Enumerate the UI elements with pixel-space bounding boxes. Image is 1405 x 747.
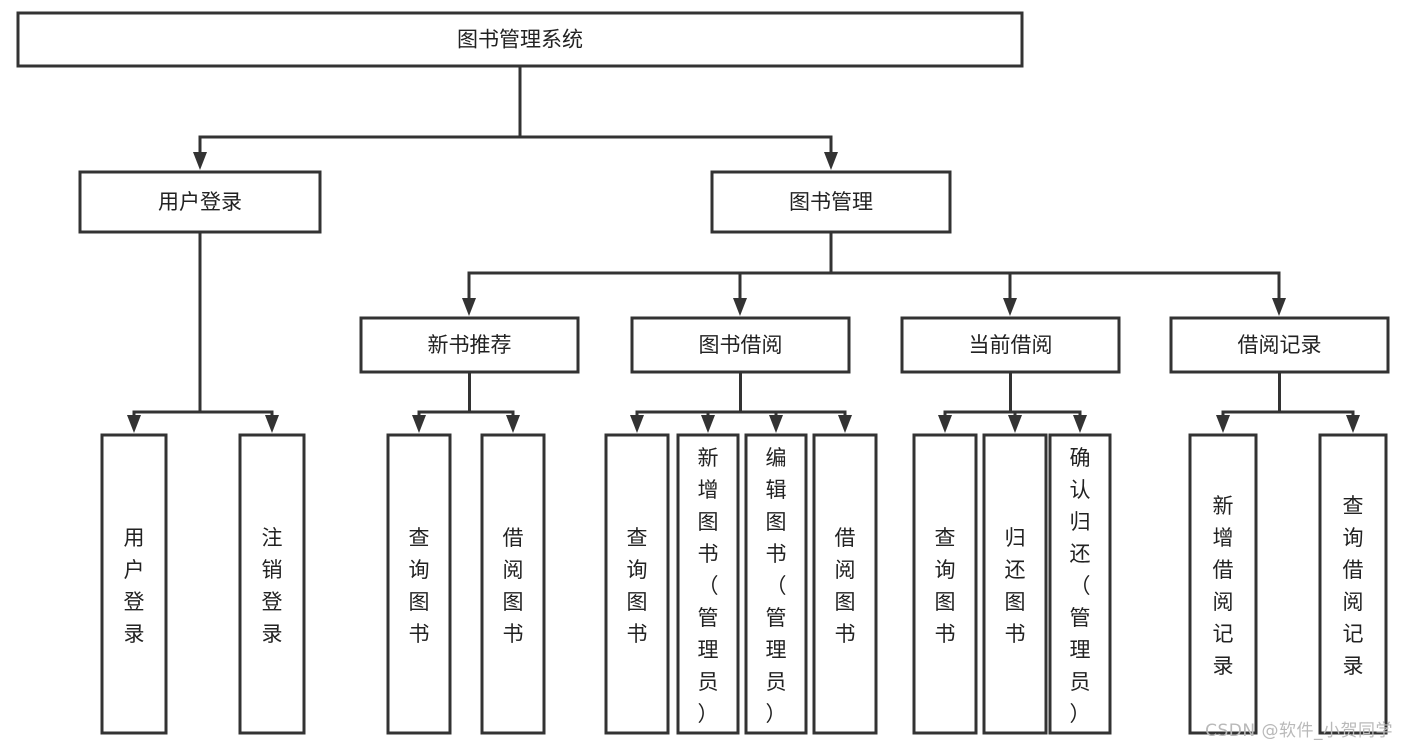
arrow-head — [1003, 298, 1017, 316]
node-label: 当前借阅 — [969, 333, 1053, 357]
node-label: 注销登录 — [262, 526, 283, 646]
node-leaf-logout-login[interactable]: 注销登录 — [238, 433, 306, 735]
arrow-head — [1272, 298, 1286, 316]
node-leaf-add-borrow-record[interactable]: 新增借阅记录 — [1188, 433, 1258, 735]
node-leaf-return-book[interactable]: 归还图书 — [982, 433, 1048, 735]
arrow-head — [1216, 415, 1230, 433]
node-box[interactable] — [78, 170, 322, 234]
node-leaf-borrow-book[interactable]: 借阅图书 — [812, 433, 878, 735]
node-book-borrow[interactable]: 图书借阅 — [630, 316, 851, 374]
node-leaf-query-borrow-record[interactable]: 查询借阅记录 — [1318, 433, 1388, 735]
node-leaf-confirm-return-admin[interactable]: 确认归还（管理员） — [1048, 433, 1112, 735]
arrow-head — [938, 415, 952, 433]
node-box[interactable] — [604, 433, 670, 735]
node-label: 归还图书 — [1005, 526, 1026, 646]
node-box[interactable] — [1048, 433, 1112, 735]
node-label: 查询借阅记录 — [1343, 494, 1364, 678]
node-label: 查询图书 — [409, 526, 430, 646]
node-box[interactable] — [900, 316, 1121, 374]
node-box[interactable] — [16, 11, 1024, 68]
node-label: 借阅图书 — [503, 526, 524, 646]
arrow-head — [733, 298, 747, 316]
node-box[interactable] — [359, 316, 580, 374]
arrow-head — [1073, 415, 1087, 433]
node-label: 新增图书（管理员） — [698, 446, 719, 726]
node-box[interactable] — [386, 433, 452, 735]
nodes-layer: 图书管理系统用户登录图书管理新书推荐图书借阅当前借阅借阅记录用户登录注销登录查询… — [16, 11, 1390, 735]
node-label: 借阅图书 — [835, 526, 856, 646]
node-box[interactable] — [480, 433, 546, 735]
node-label: 图书管理 — [789, 190, 873, 214]
node-label: 编辑图书（管理员） — [766, 446, 787, 726]
node-label: 图书借阅 — [699, 333, 783, 357]
node-leaf-add-book-admin[interactable]: 新增图书（管理员） — [676, 433, 740, 735]
arrow-head — [701, 415, 715, 433]
node-current-borrow[interactable]: 当前借阅 — [900, 316, 1121, 374]
arrow-head — [193, 152, 207, 170]
node-book-management[interactable]: 图书管理 — [710, 170, 952, 234]
node-box[interactable] — [630, 316, 851, 374]
node-label: 确认归还（管理员） — [1070, 446, 1091, 726]
node-label: 用户登录 — [158, 190, 242, 214]
arrow-head — [838, 415, 852, 433]
arrow-head — [412, 415, 426, 433]
node-box[interactable] — [1318, 433, 1388, 735]
arrow-head — [127, 415, 141, 433]
node-new-book-recommend[interactable]: 新书推荐 — [359, 316, 580, 374]
arrow-head — [462, 298, 476, 316]
node-user-login[interactable]: 用户登录 — [78, 170, 322, 234]
node-leaf-edit-book-admin[interactable]: 编辑图书（管理员） — [744, 433, 808, 735]
node-leaf-user-login[interactable]: 用户登录 — [100, 433, 168, 735]
node-label: 查询图书 — [627, 526, 648, 646]
node-leaf-borrow-book-recommend[interactable]: 借阅图书 — [480, 433, 546, 735]
node-leaf-query-book-current[interactable]: 查询图书 — [912, 433, 978, 735]
node-label: 新书推荐 — [428, 333, 512, 357]
node-box[interactable] — [812, 433, 878, 735]
arrow-head — [824, 152, 838, 170]
node-box[interactable] — [1188, 433, 1258, 735]
arrow-head — [1008, 415, 1022, 433]
connectors-layer — [127, 64, 1360, 433]
node-root[interactable]: 图书管理系统 — [16, 11, 1024, 68]
node-box[interactable] — [1169, 316, 1390, 374]
node-borrow-record[interactable]: 借阅记录 — [1169, 316, 1390, 374]
node-label: 查询图书 — [935, 526, 956, 646]
node-leaf-query-book-recommend[interactable]: 查询图书 — [386, 433, 452, 735]
node-box[interactable] — [982, 433, 1048, 735]
arrow-head — [630, 415, 644, 433]
node-box[interactable] — [710, 170, 952, 234]
arrow-head — [769, 415, 783, 433]
node-label: 借阅记录 — [1238, 333, 1322, 357]
node-box[interactable] — [744, 433, 808, 735]
node-box[interactable] — [676, 433, 740, 735]
node-label: 用户登录 — [124, 526, 145, 646]
arrow-head — [506, 415, 520, 433]
node-label: 新增借阅记录 — [1213, 494, 1234, 678]
arrow-head — [1346, 415, 1360, 433]
node-leaf-query-book-borrow[interactable]: 查询图书 — [604, 433, 670, 735]
arrow-head — [265, 415, 279, 433]
node-box[interactable] — [912, 433, 978, 735]
node-box[interactable] — [100, 433, 168, 735]
node-box[interactable] — [238, 433, 306, 735]
node-label: 图书管理系统 — [457, 28, 583, 52]
